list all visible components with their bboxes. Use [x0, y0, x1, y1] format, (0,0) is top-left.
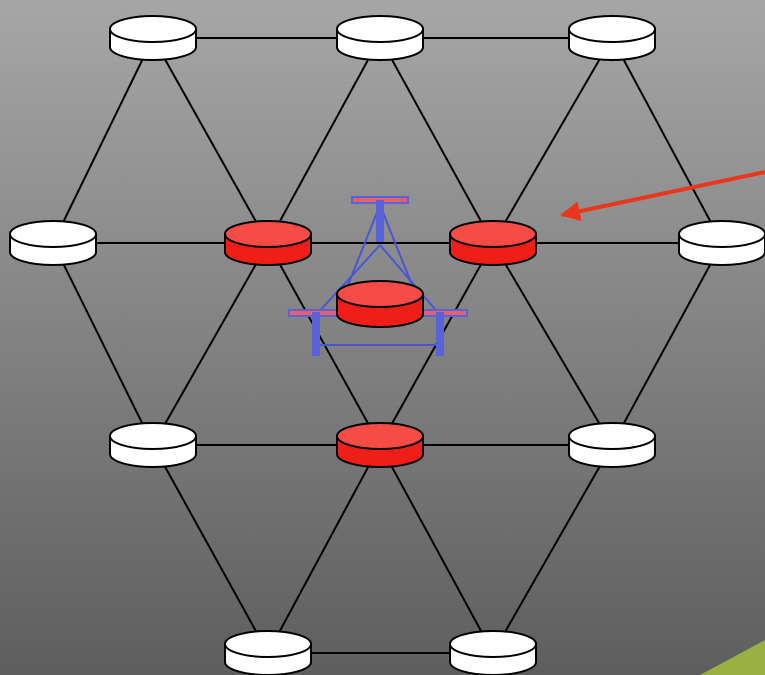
node-n4 — [9, 220, 97, 266]
center-device — [336, 280, 424, 328]
node-n12 — [449, 630, 537, 675]
node-n6 — [449, 220, 537, 266]
arrow-layer — [560, 170, 765, 222]
edge-n9-n11 — [267, 444, 381, 654]
edge-n6-n10 — [492, 242, 613, 446]
edge-n3-n6 — [492, 37, 613, 244]
corner-accent — [700, 640, 765, 675]
node-n5 — [224, 220, 312, 266]
edge-n9-n12 — [379, 444, 494, 654]
edge-n2-n5 — [267, 37, 381, 244]
pointer-arrow-icon — [560, 170, 765, 222]
node-n9 — [336, 422, 424, 468]
node-n11 — [224, 630, 312, 675]
edge-n2-n6 — [379, 37, 494, 244]
node-n2 — [336, 15, 424, 61]
nodes-layer — [9, 15, 765, 675]
node-n3 — [568, 15, 656, 61]
edge-n8-n11 — [152, 444, 269, 654]
edge-n5-n8 — [152, 242, 269, 446]
node-n8 — [109, 422, 197, 468]
edge-n7-n10 — [611, 242, 723, 446]
edge-n4-n8 — [52, 242, 154, 446]
edge-n10-n12 — [492, 444, 613, 654]
node-n7 — [678, 220, 765, 266]
node-n1 — [109, 15, 197, 61]
tripod-icon — [288, 196, 468, 356]
node-n10 — [568, 422, 656, 468]
edge-n1-n4 — [52, 37, 154, 244]
edge-n1-n5 — [152, 37, 269, 244]
edge-n3-n7 — [611, 37, 723, 244]
